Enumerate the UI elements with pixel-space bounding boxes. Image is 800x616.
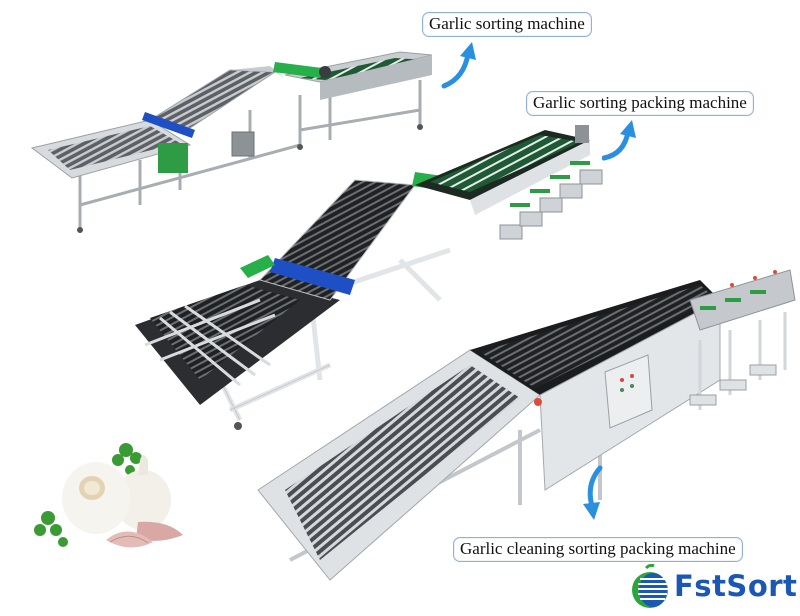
brand-name: FstSort	[674, 569, 798, 603]
machine-2-garlic-sorting-packing	[135, 125, 603, 430]
machine-1-garlic-sorting	[30, 51, 433, 233]
curved-arrow-up-icon	[602, 120, 636, 161]
fstsort-globe-icon	[632, 564, 668, 608]
garlic-photo	[34, 443, 183, 548]
machine-3-garlic-cleaning-sorting-packing	[257, 269, 796, 581]
label-garlic-sorting-machine: Garlic sorting machine	[422, 12, 592, 37]
curved-arrow-down-icon	[583, 465, 603, 520]
label-garlic-sorting-packing-machine: Garlic sorting packing machine	[526, 91, 754, 116]
fstsort-logo: FstSort	[628, 564, 798, 610]
curved-arrow-up-icon	[441, 42, 476, 89]
label-garlic-cleaning-sorting-packing-machine: Garlic cleaning sorting packing machine	[453, 537, 743, 562]
